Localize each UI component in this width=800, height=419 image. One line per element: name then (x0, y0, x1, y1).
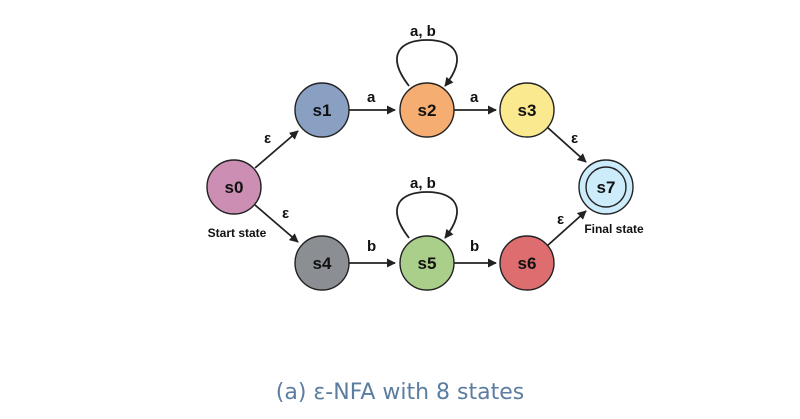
state-s2-circle (399, 82, 455, 138)
edge-label-s6-s7: ε (557, 211, 564, 228)
state-s7-inner-circle (585, 166, 627, 208)
state-s0: s0 (206, 159, 262, 215)
state-s4: s4 (294, 235, 350, 291)
state-s5-label: s5 (418, 254, 437, 273)
edge-s6-s7 (546, 210, 587, 247)
state-s0-label: s0 (225, 178, 244, 197)
edge-label-s0-s4: ε (282, 205, 289, 222)
state-s5: s5 (399, 235, 455, 291)
start-state-label: Start state (208, 226, 267, 240)
edge-label-s5-loop: a, b (410, 175, 436, 192)
edge-label-s1-s2: a (367, 89, 376, 106)
state-s6-label: s6 (518, 254, 537, 273)
edge-label-s5-s6: b (470, 238, 479, 255)
state-s0-circle (206, 159, 262, 215)
state-s3-label: s3 (518, 101, 537, 120)
state-s4-label: s4 (313, 254, 332, 273)
edge-s0-s4 (254, 204, 299, 243)
edge-label-s4-s5: b (367, 238, 376, 255)
final-state-label: Final state (584, 222, 644, 236)
state-s4-circle (294, 235, 350, 291)
nfa-diagram: ε a a, b a ε ε b a, b b ε s0 s1 s2 s3 s4… (206, 23, 644, 291)
state-s5-circle (399, 235, 455, 291)
state-s1-circle (294, 82, 350, 138)
state-s6-circle (499, 235, 555, 291)
edge-s2-self-loop (396, 39, 458, 87)
state-s7-label: s7 (597, 178, 616, 197)
state-s2: s2 (399, 82, 455, 138)
state-s1-label: s1 (313, 101, 332, 120)
edge-label-s2-s3: a (470, 89, 479, 106)
edge-s0-s1 (254, 130, 299, 169)
state-s3: s3 (499, 82, 555, 138)
state-s1: s1 (294, 82, 350, 138)
state-s6: s6 (499, 235, 555, 291)
edge-label-s0-s1: ε (264, 130, 271, 147)
figure-caption: (a) ε-NFA with 8 states (275, 380, 525, 405)
state-s2-label: s2 (418, 101, 437, 120)
edge-label-s2-loop: a, b (410, 23, 436, 40)
edge-s3-s7 (546, 126, 587, 163)
edge-label-s3-s7: ε (571, 130, 578, 147)
state-s3-circle (499, 82, 555, 138)
edge-s5-self-loop (396, 191, 458, 239)
state-s7-final: s7 (578, 159, 634, 215)
